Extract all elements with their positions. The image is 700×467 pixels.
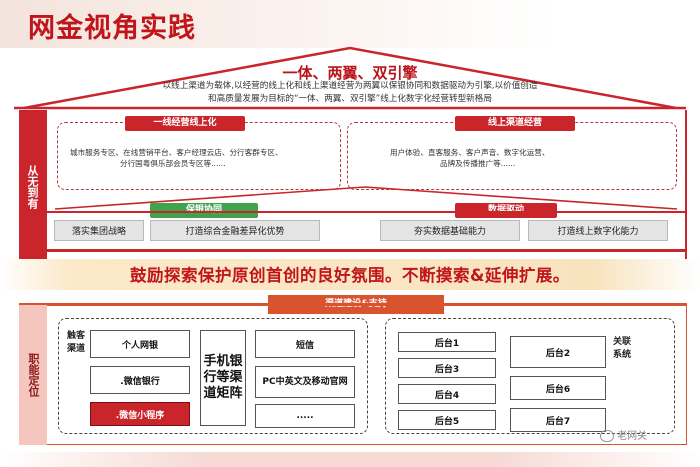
engine-box-digital-capability: 打造线上数字化能力 <box>528 220 668 241</box>
channel-personal-ebank: 个人网银 <box>90 330 190 358</box>
upper-frame <box>45 110 687 264</box>
roof-outline <box>14 46 686 110</box>
watermark-logo: 老网关 <box>600 427 647 442</box>
bottom-band <box>0 452 700 467</box>
support-line <box>19 303 687 305</box>
wing-left-head: 一线经营线上化 <box>125 116 245 131</box>
watermark-icon <box>600 430 614 442</box>
upper-bottom-line <box>45 249 687 252</box>
wing-left-text2: 分行国粤俱乐部会员专区等...... <box>120 159 226 168</box>
engine-box-data-foundation: 夯实数据基础能力 <box>380 220 520 241</box>
watermark-text: 老网关 <box>617 431 648 442</box>
backend-5: 后台5 <box>398 410 496 430</box>
engine-roof <box>54 186 678 210</box>
engine-box-group-strategy: 落实集团战略 <box>54 220 144 241</box>
channel-mini-program: .微信小程序 <box>90 402 190 426</box>
channel-pc-site: PC中英文及移动官网 <box>255 366 355 398</box>
roof-desc-line1: 以线上渠道为载体,以经营的线上化和线上渠道经营为两翼以保银协同和数据驱动为引擎,… <box>162 81 538 91</box>
backend-1: 后台1 <box>398 332 496 352</box>
backend-3: 后台3 <box>398 358 496 378</box>
backend-panel <box>385 318 675 434</box>
banner-text: 鼓励探索保护原创首创的良好氛围。不断摸索&延伸扩展。 <box>130 266 570 285</box>
touch-channel-label: 触客渠道 <box>66 331 85 354</box>
channel-wechat-bank: .微信银行 <box>90 366 190 394</box>
backend-6: 后台6 <box>510 376 606 400</box>
channel-more: ..... <box>255 404 355 428</box>
channel-matrix: 手机银行等渠道矩阵 <box>200 330 246 426</box>
engine-right-head: 数据驱动 <box>455 203 557 218</box>
lower-frame <box>47 305 687 445</box>
title-band <box>0 0 700 48</box>
wing-right-text2: 品牌及传播推广等...... <box>440 159 516 168</box>
engine-left-head: 保银协同 <box>150 203 258 218</box>
page-title: 网金视角实践 <box>28 13 196 44</box>
wing-right-text1: 用户体验、直客服务、客户声音、数字化运营、 <box>390 148 550 157</box>
channels-panel <box>58 318 368 434</box>
engine-box-finance-advantage: 打造综合金融差异化优势 <box>150 220 320 241</box>
backend-4: 后台4 <box>398 384 496 404</box>
label-from-zero: 从无到有 <box>19 110 45 264</box>
engine-divider <box>45 211 687 213</box>
backend-7: 后台7 <box>510 408 606 432</box>
backend-2: 后台2 <box>510 336 606 368</box>
roof-subtitle: 一体、两翼、双引擎 <box>282 64 418 82</box>
roof-desc-line2: 和高质量发展为目标的“一体、两翼、双引擎”线上化数字化经营转型新格局 <box>208 94 492 104</box>
wing-left-text1: 城市服务专区、在线营销平台、客户经理云店、分行客群专区、 <box>70 148 283 157</box>
channel-sms: 短信 <box>255 330 355 358</box>
label-function: 职能定位 <box>19 305 47 445</box>
related-systems-label: 关联系统 <box>612 337 631 360</box>
wing-right-head: 线上渠道经营 <box>455 116 575 131</box>
banner-band <box>0 259 700 290</box>
